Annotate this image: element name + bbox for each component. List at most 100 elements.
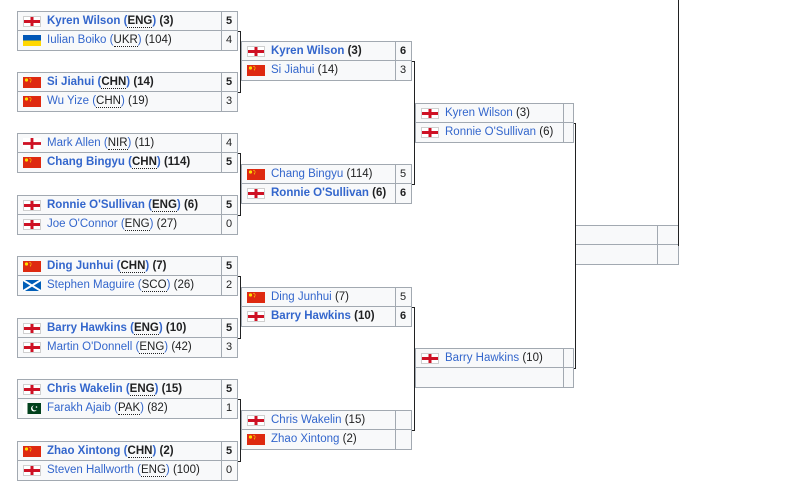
- player-row: Chris Wakelin (15): [241, 410, 412, 430]
- nationality-abbr: (CHN): [123, 445, 157, 458]
- player-row: Mark Allen (NIR) (11) 4: [17, 133, 238, 153]
- nationality-abbr: (NIR): [103, 137, 132, 150]
- player-name-link[interactable]: Kyren Wilson: [445, 107, 513, 119]
- player-name-link[interactable]: Martin O'Donnell: [47, 341, 133, 353]
- player-name-link[interactable]: Barry Hawkins: [445, 352, 520, 364]
- nationality-code[interactable]: CHN: [120, 260, 146, 273]
- player-score: 5: [225, 383, 233, 395]
- bracket-connector: [240, 31, 241, 93]
- player-seed: (3): [515, 107, 531, 119]
- chn-flag-icon: [247, 65, 265, 76]
- player-row: Si Jiahui (CHN) (14)5: [17, 72, 238, 92]
- nationality-code[interactable]: CHN: [96, 95, 121, 108]
- nationality-code[interactable]: CHN: [132, 156, 157, 169]
- player-entry: Mark Allen (NIR) (11): [47, 134, 154, 152]
- bracket-connector: [575, 123, 576, 369]
- player-score: 0: [225, 464, 233, 476]
- player-name-link[interactable]: Steven Hallworth: [47, 464, 134, 476]
- player-name-link[interactable]: Joe O'Connor: [47, 218, 118, 230]
- bracket-connector: [574, 123, 575, 124]
- player-name-link[interactable]: Kyren Wilson: [271, 45, 345, 57]
- nationality-code[interactable]: ENG: [127, 15, 153, 28]
- player-name-link[interactable]: Chang Bingyu: [47, 156, 125, 168]
- player-entry: Martin O'Donnell (ENG) (42): [47, 338, 192, 356]
- nationality-code[interactable]: ENG: [152, 199, 177, 212]
- player-name-link[interactable]: Ronnie O'Sullivan: [47, 199, 145, 211]
- player-name-link[interactable]: Chris Wakelin: [271, 414, 342, 426]
- player-name-link[interactable]: Iulian Boiko: [47, 34, 107, 46]
- chn-flag-icon: [247, 169, 265, 180]
- nationality-code[interactable]: CHN: [127, 445, 153, 458]
- player-name-cell: Kyren Wilson (ENG) (3): [18, 12, 222, 30]
- player-row: Farakh Ajaib (PAK) (82)1: [17, 399, 238, 419]
- player-entry: Chris Wakelin (ENG) (15): [47, 380, 182, 398]
- player-entry: Iulian Boiko (UKR) (104): [47, 31, 172, 49]
- nationality-code[interactable]: ENG: [140, 464, 166, 477]
- player-row: Zhao Xintong (2): [241, 430, 412, 450]
- player-seed: (2): [159, 445, 174, 457]
- player-name-link[interactable]: Ding Junhui: [271, 291, 332, 303]
- nationality-code[interactable]: PAK: [117, 402, 141, 415]
- eng-flag-icon: [23, 384, 41, 395]
- nationality-code[interactable]: ENG: [129, 383, 155, 396]
- nir-flag-icon: [23, 138, 41, 149]
- nationality-code[interactable]: ENG: [139, 341, 165, 354]
- player-entry: Zhao Xintong (CHN) (2): [47, 442, 174, 460]
- player-score: [657, 226, 678, 244]
- nationality-code[interactable]: ENG: [124, 218, 150, 231]
- player-score: 3: [399, 64, 407, 76]
- player-seed: (10): [165, 322, 187, 334]
- eng-flag-icon: [23, 219, 41, 230]
- nationality-code[interactable]: NIR: [107, 137, 128, 150]
- player-row: Joe O'Connor (ENG) (27)0: [17, 215, 238, 235]
- chn-flag-icon: [247, 292, 265, 303]
- nationality-abbr: (CHN): [116, 260, 150, 273]
- player-score: 0: [225, 218, 233, 230]
- player-score: 5: [399, 168, 407, 180]
- player-seed: (15): [161, 383, 183, 395]
- player-name-cell: Ronnie O'Sullivan (ENG) (6): [18, 196, 222, 214]
- nationality-abbr: (ENG): [123, 15, 157, 28]
- bracket-connector: [678, 0, 679, 246]
- player-score: 5: [225, 199, 233, 211]
- eng-flag-icon: [23, 465, 41, 476]
- player-row: Kyren Wilson (3): [415, 103, 574, 123]
- chn-flag-icon: [23, 96, 41, 107]
- player-name-link[interactable]: Barry Hawkins: [47, 322, 127, 334]
- bracket-connector: [414, 307, 415, 431]
- nationality-code[interactable]: CHN: [101, 76, 127, 89]
- nationality-code[interactable]: UKR: [113, 34, 138, 47]
- player-name-link[interactable]: Wu Yize: [47, 95, 89, 107]
- player-score: 3: [225, 341, 233, 353]
- nationality-code[interactable]: ENG: [133, 322, 159, 335]
- nationality-abbr: (ENG): [125, 383, 159, 396]
- player-name-link[interactable]: Zhao Xintong: [271, 433, 340, 445]
- player-name-link[interactable]: Chang Bingyu: [271, 168, 344, 180]
- bracket-connector: [238, 92, 240, 93]
- player-name-link[interactable]: Chris Wakelin: [47, 383, 123, 395]
- player-name-link[interactable]: Ronnie O'Sullivan: [271, 187, 369, 199]
- eng-flag-icon: [23, 342, 41, 353]
- player-score: 4: [225, 137, 233, 149]
- player-name-link[interactable]: Zhao Xintong: [47, 445, 121, 457]
- player-score: 5: [225, 260, 233, 272]
- player-name-link[interactable]: Stephen Maguire: [47, 279, 135, 291]
- player-name-link[interactable]: Mark Allen: [47, 137, 101, 149]
- player-entry: Kyren Wilson (3): [271, 42, 362, 60]
- chn-flag-icon: [23, 446, 41, 457]
- bracket-connector: [414, 368, 415, 369]
- player-name-link[interactable]: Farakh Ajaib: [47, 402, 111, 414]
- player-name-link[interactable]: Si Jiahui: [271, 64, 315, 76]
- player-seed: (19): [128, 95, 149, 107]
- player-name-link[interactable]: Kyren Wilson: [47, 15, 121, 27]
- player-entry: Barry Hawkins (ENG) (10): [47, 319, 186, 337]
- player-name-link[interactable]: Ronnie O'Sullivan: [445, 126, 537, 138]
- player-row: Chang Bingyu (CHN) (114)5: [17, 153, 238, 173]
- eng-flag-icon: [421, 353, 439, 364]
- player-name-link[interactable]: Barry Hawkins: [271, 310, 351, 322]
- player-name-link[interactable]: Ding Junhui: [47, 260, 114, 272]
- player-entry: Barry Hawkins (10): [271, 307, 375, 325]
- player-score: 5: [225, 156, 233, 168]
- nationality-code[interactable]: SCO: [141, 279, 167, 292]
- player-name-link[interactable]: Si Jiahui: [47, 76, 95, 88]
